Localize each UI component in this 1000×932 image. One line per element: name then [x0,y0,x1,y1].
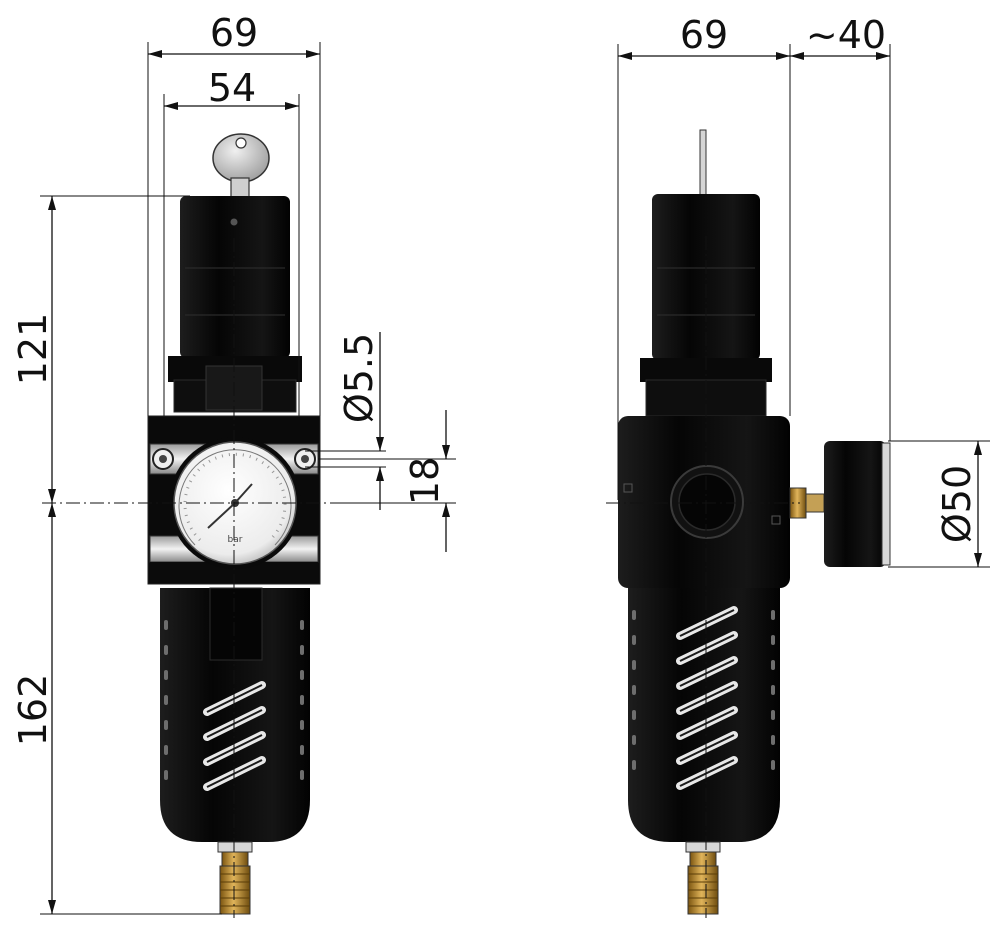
side-gauge-connector [789,487,825,519]
dim-text-side-width: 69 [680,13,728,57]
dim-text-mount-hole-spacing: 18 [403,457,447,505]
dim-text-front-width-inner: 54 [208,66,256,110]
side-gauge [824,441,891,567]
dim-front-width-69: 69 [147,11,321,416]
filter-bowl [160,587,310,842]
dim-front-height-121: 121 [11,195,190,503]
dim-text-side-gauge-protrusion: ~40 [806,13,886,57]
side-view: 69 ~40 Ø50 [606,13,990,918]
gauge-unit-label: bar [228,535,243,545]
side-drain-fitting [685,841,721,915]
regulator-knob [180,196,290,358]
side-main-body [618,416,790,588]
dim-front-width-54: 54 [163,66,300,416]
bonnet-ring [168,356,302,413]
drain-fitting [217,841,253,915]
dim-side-width-69: 69 [617,13,791,500]
dim-text-gauge-diameter: Ø50 [935,465,979,543]
front-view: bar [11,11,456,918]
dim-gauge-diameter: Ø50 [888,440,990,568]
dim-front-height-162: 162 [11,503,222,915]
key-icon [212,133,270,201]
dim-text-front-height-lower: 162 [11,674,55,747]
dim-side-gauge-protrusion: ~40 [790,13,891,441]
dim-mount-hole-spacing: 18 [318,410,456,552]
key-stem [699,129,707,201]
dim-text-mount-hole-diameter: Ø5.5 [337,333,381,423]
dim-text-front-width-overall: 69 [210,11,258,55]
dim-mount-hole-diameter: Ø5.5 [305,332,386,510]
side-filter-bowl [628,588,780,842]
dim-text-front-height-upper: 121 [11,313,55,386]
